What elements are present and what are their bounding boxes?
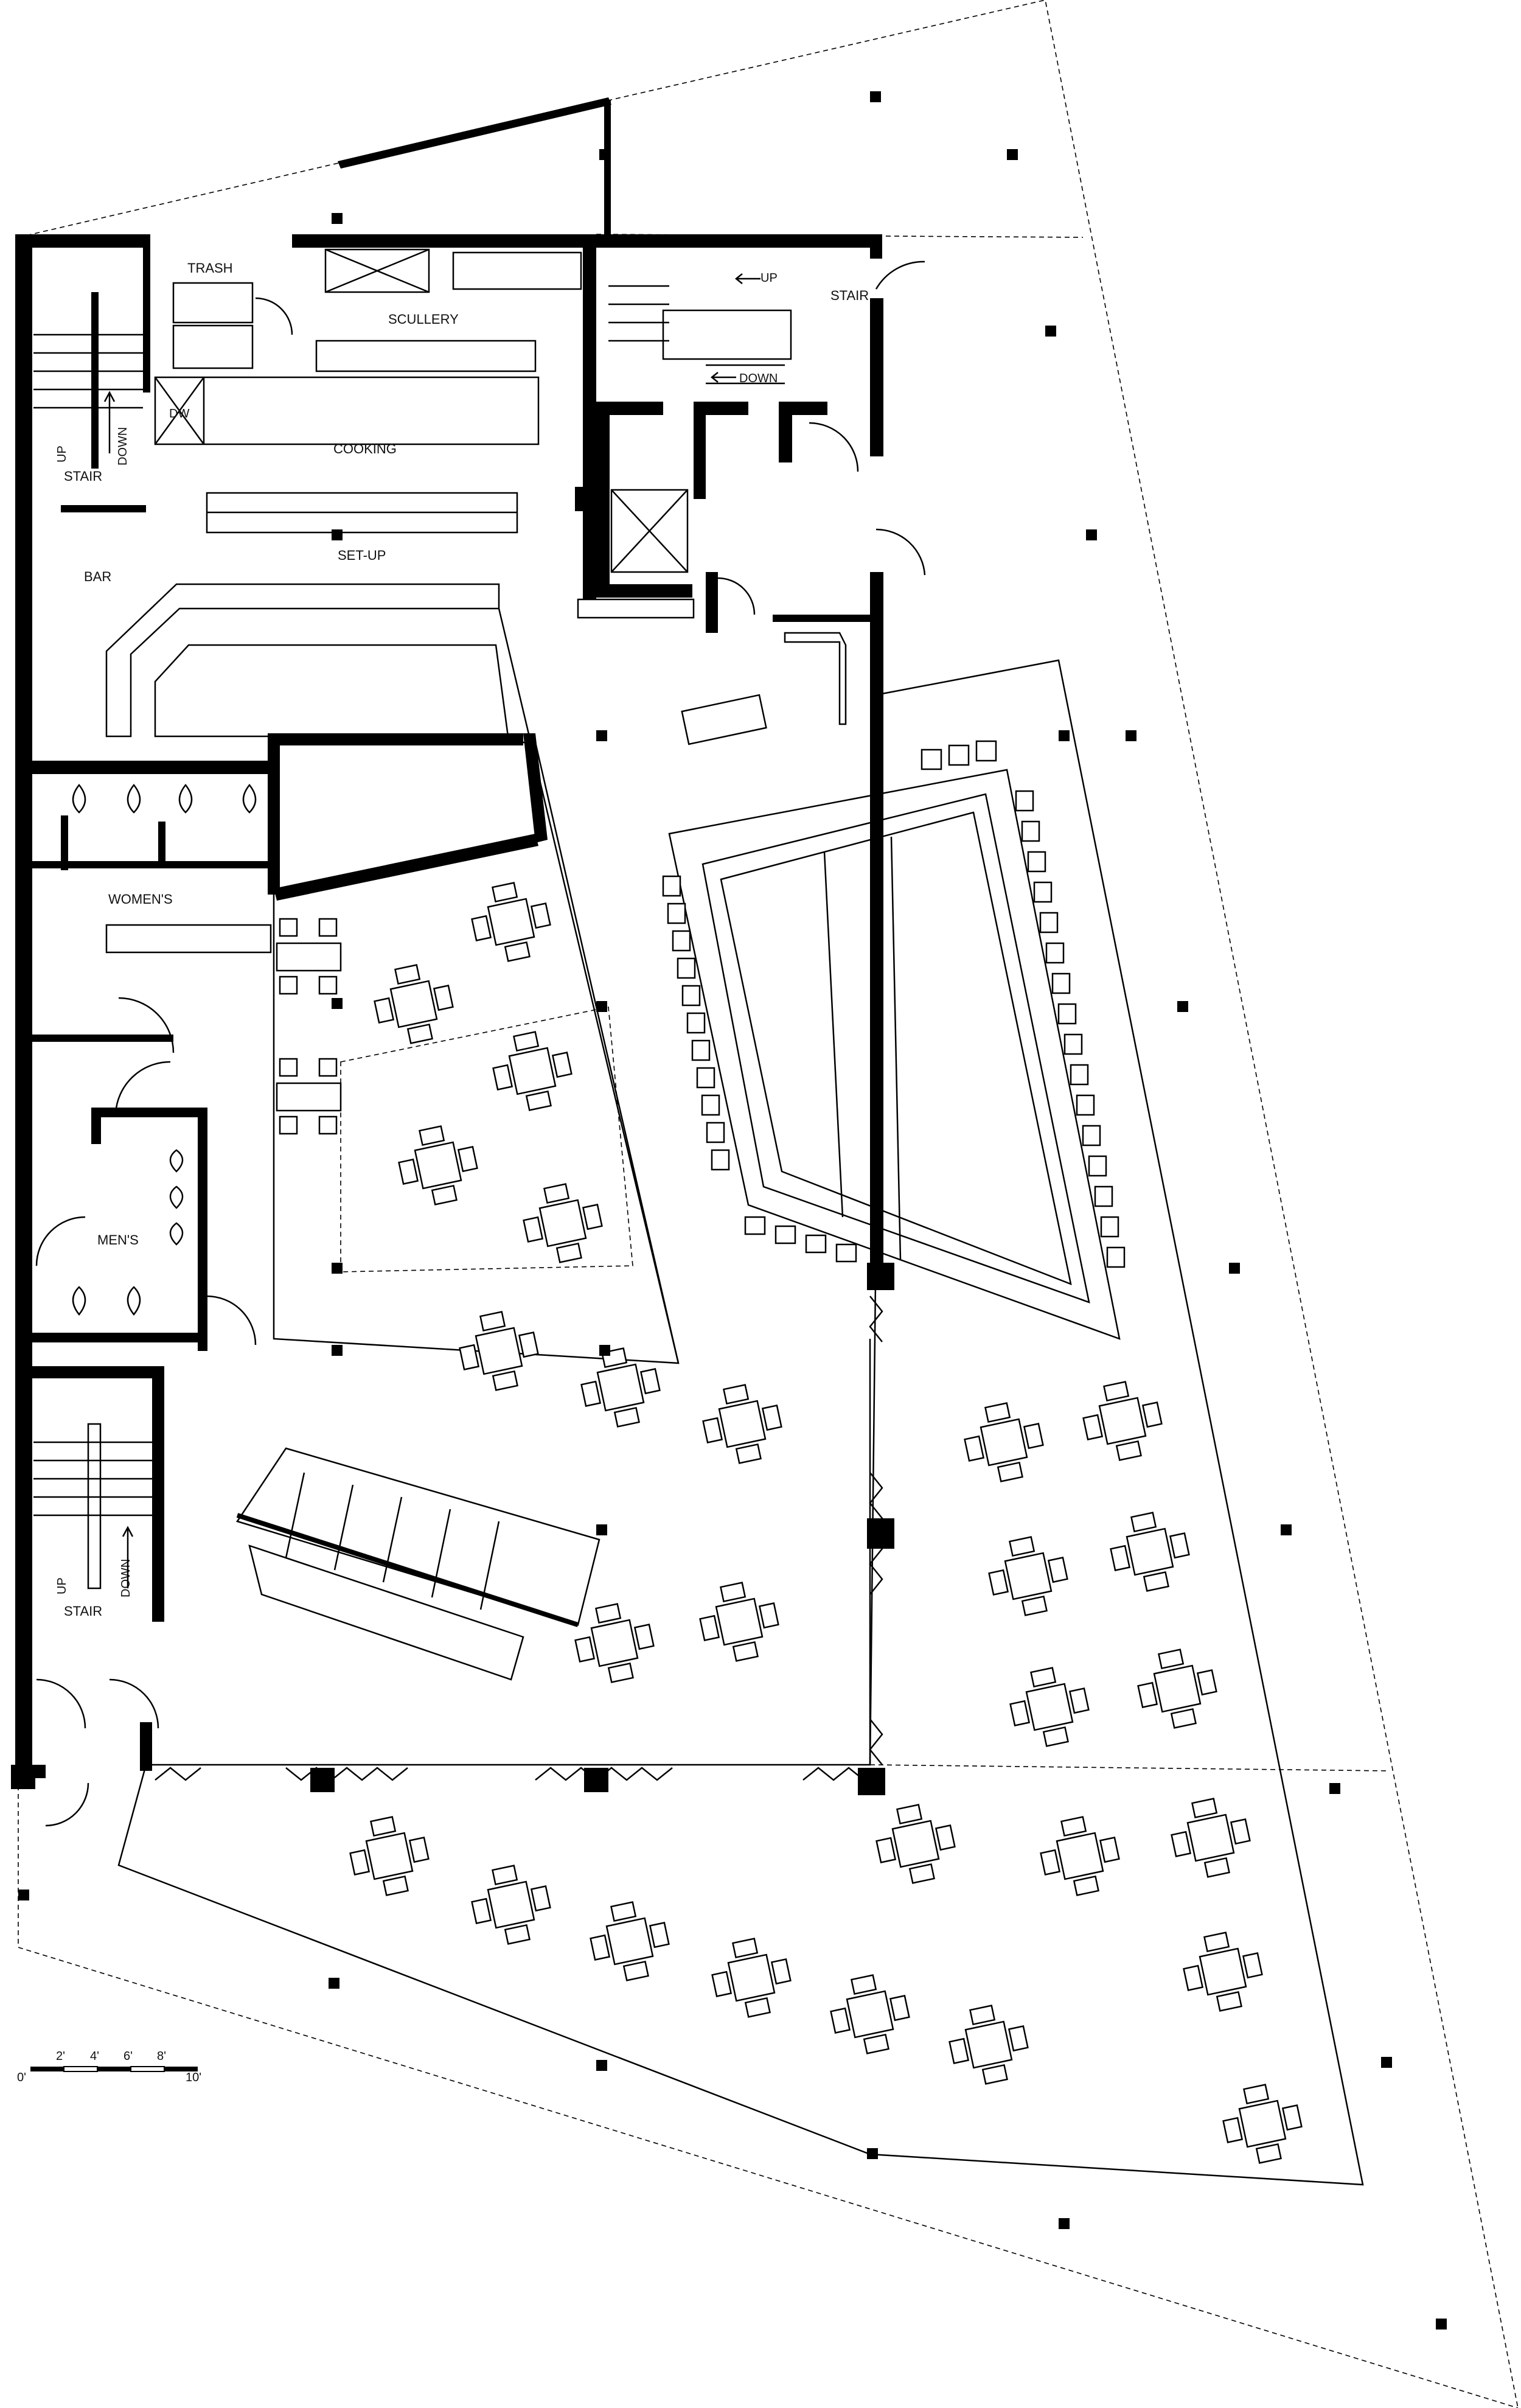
stairs	[33, 285, 792, 1590]
table-set	[374, 964, 454, 1044]
folding-doors	[155, 1296, 883, 1781]
bar-counter	[105, 583, 509, 738]
label-down-ne: DOWN	[739, 372, 778, 385]
stair-northwest	[33, 292, 143, 469]
restroom-fixtures	[35, 783, 272, 1345]
table-set	[523, 1183, 603, 1263]
stair-northeast	[608, 285, 792, 385]
elevator	[610, 489, 689, 573]
tiered-seating	[236, 1447, 600, 1681]
structural-columns	[11, 91, 1447, 2329]
scale-tick-2: 2'	[56, 2050, 65, 2063]
two-top-table	[276, 1058, 342, 1135]
scale-tick-6: 6'	[124, 2050, 133, 2063]
table-set	[1137, 1649, 1217, 1729]
site-boundary	[18, 0, 1519, 2408]
scale-bar: 0' 2' 4' 6' 8' 10'	[17, 2050, 201, 2084]
central-island-bar	[668, 769, 1121, 1340]
table-set	[1183, 1932, 1263, 2012]
two-top-table	[276, 918, 342, 995]
scale-tick-8: 8'	[157, 2050, 166, 2063]
table-set	[875, 1804, 956, 1884]
table-set	[1009, 1667, 1090, 1747]
label-up-sw: UP	[55, 1577, 69, 1594]
table-set	[349, 1816, 430, 1896]
table-set	[471, 882, 551, 962]
table-set	[699, 1582, 779, 1662]
overhang-walls	[338, 97, 611, 237]
label-bar: BAR	[84, 569, 111, 584]
table-set	[471, 1865, 551, 1945]
table-set	[988, 1536, 1068, 1616]
table-set	[590, 1901, 670, 1981]
label-up-ne: UP	[761, 271, 778, 285]
table-set	[702, 1384, 782, 1464]
doors	[36, 260, 926, 1827]
scale-tick-10: 10'	[186, 2071, 201, 2084]
room-labels: TRASH SCULLERY DW COOKING SET-UP BAR WOM…	[55, 260, 869, 1619]
label-stair-sw: STAIR	[64, 1604, 102, 1619]
table-set	[964, 1402, 1044, 1482]
label-down-nw: DOWN	[116, 427, 130, 466]
label-stair-ne: STAIR	[830, 288, 869, 303]
label-scullery: SCULLERY	[388, 312, 459, 327]
dining-tables	[276, 882, 1303, 2164]
misc-items	[577, 598, 847, 745]
label-cooking: COOKING	[333, 441, 397, 456]
table-set	[711, 1938, 792, 2018]
table-set	[459, 1311, 539, 1391]
table-set	[1222, 2084, 1303, 2164]
table-set	[1040, 1816, 1120, 1896]
label-down-sw: DOWN	[119, 1559, 133, 1597]
table-set	[1082, 1381, 1163, 1461]
table-set	[492, 1031, 573, 1111]
table-set	[1171, 1798, 1251, 1878]
table-set	[1110, 1512, 1190, 1592]
scale-tick-4: 4'	[90, 2050, 99, 2063]
bar-stools	[662, 740, 1126, 1268]
building-walls	[15, 234, 883, 1786]
label-up-nw: UP	[55, 445, 69, 462]
table-set	[580, 1347, 661, 1428]
table-set	[830, 1974, 910, 2054]
stair-southwest	[33, 1423, 152, 1590]
label-mens: MEN'S	[97, 1232, 139, 1248]
table-set	[948, 2005, 1029, 2085]
table-set	[574, 1603, 655, 1683]
scale-tick-0: 0'	[17, 2071, 26, 2084]
label-womens: WOMEN'S	[108, 892, 173, 907]
kitchen-fixtures	[154, 248, 582, 534]
label-stair-nw: STAIR	[64, 469, 102, 484]
table-set	[398, 1125, 478, 1206]
label-trash: TRASH	[187, 260, 233, 276]
label-dw: DW	[169, 407, 189, 421]
label-setup: SET-UP	[338, 548, 386, 563]
stair-arrows	[103, 273, 761, 1588]
